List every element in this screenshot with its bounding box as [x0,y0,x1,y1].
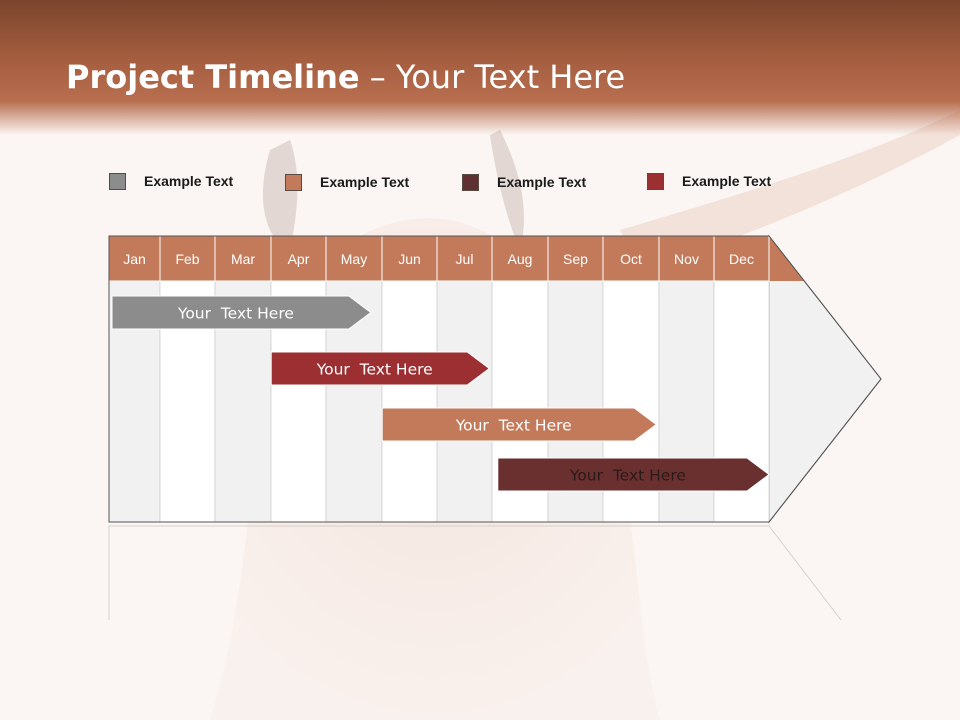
timeline-reflection [108,525,842,621]
legend-label-1: Example Text [144,173,234,189]
month-label: Aug [508,251,533,267]
title-rest: – Your Text Here [359,58,626,96]
month-label: Jul [456,251,474,267]
task-bar [111,295,372,330]
month-label: Oct [620,251,642,267]
legend-item-2: Example Text [285,172,409,192]
month-header-cell [602,235,660,282]
legend-label-3: Example Text [497,174,587,190]
task-label: Your Text Here [316,361,433,379]
month-label: Dec [729,251,754,267]
month-header-cell [713,235,770,282]
legend-item-4: Example Text [647,171,771,191]
header-band [0,0,960,135]
month-label: Apr [288,251,310,267]
month-label: Sep [563,251,588,267]
month-header-cell [658,235,715,282]
task-label: Your Text Here [177,305,294,323]
legend-label-4: Example Text [682,173,772,189]
task-bar [497,457,770,492]
month-column [436,280,493,523]
task-bar [381,407,658,442]
month-label: Mar [231,251,255,267]
month-header-cell [436,235,493,282]
task-bar [270,351,491,386]
legend-item-3: Example Text [462,172,586,192]
month-label: Jan [123,251,146,267]
legend-item-1: Example Text [109,171,233,191]
month-column [381,280,438,523]
legend-swatch-2 [285,173,302,191]
month-label: Jun [398,251,421,267]
timeline-outline [108,235,882,523]
task-label: Your Text Here [569,467,686,485]
legend-swatch-3 [462,173,479,191]
month-label: Nov [674,251,699,267]
month-header-cell [381,235,438,282]
title-bold: Project Timeline [66,58,360,96]
legend-swatch-1 [109,172,126,190]
month-header-cell [547,235,604,282]
legend-swatch-4 [647,172,664,190]
month-label: Feb [175,251,199,267]
month-label: May [341,251,367,267]
task-label: Your Text Here [455,417,572,435]
legend-label-2: Example Text [320,174,410,190]
slide-title: Project Timeline – Your Text Here [66,58,625,96]
month-header-cell [491,235,549,282]
month-header-cell [325,235,383,282]
month-header-cell [270,235,327,282]
